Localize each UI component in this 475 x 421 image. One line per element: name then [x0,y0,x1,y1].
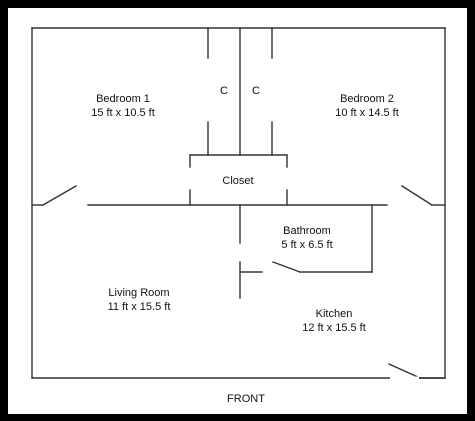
bedroom1-name: Bedroom 1 [96,93,150,105]
bedroom2-label: Bedroom 2 10 ft x 14.5 ft [317,92,417,120]
bedroom2-door [401,185,433,206]
bedroom1-size: 15 ft x 10.5 ft [91,107,155,119]
bathroom-label: Bathroom 5 ft x 6.5 ft [257,224,357,252]
kitchen-label: Kitchen 12 ft x 15.5 ft [282,307,386,335]
bathroom-name: Bathroom [283,225,331,237]
living-room-name: Living Room [108,287,170,299]
bedroom1-door [42,185,77,206]
closet-right-label: C [252,85,260,97]
hall-closet-label: Closet [222,175,254,187]
bedroom2-size: 10 ft x 14.5 ft [335,107,399,119]
closet-left-label: C [220,85,228,97]
bedroom1-label: Bedroom 1 15 ft x 10.5 ft [73,92,173,120]
living-room-label: Living Room 11 ft x 15.5 ft [87,286,191,314]
bathroom-size: 5 ft x 6.5 ft [281,239,333,251]
front-label: FRONT [227,393,265,405]
plan-paper [8,8,467,414]
bathroom-door [272,261,301,273]
bedroom2-name: Bedroom 2 [340,93,394,105]
front-door [388,363,421,379]
living-room-size: 11 ft x 15.5 ft [107,301,171,313]
kitchen-name: Kitchen [315,308,353,320]
kitchen-size: 12 ft x 15.5 ft [302,322,366,334]
